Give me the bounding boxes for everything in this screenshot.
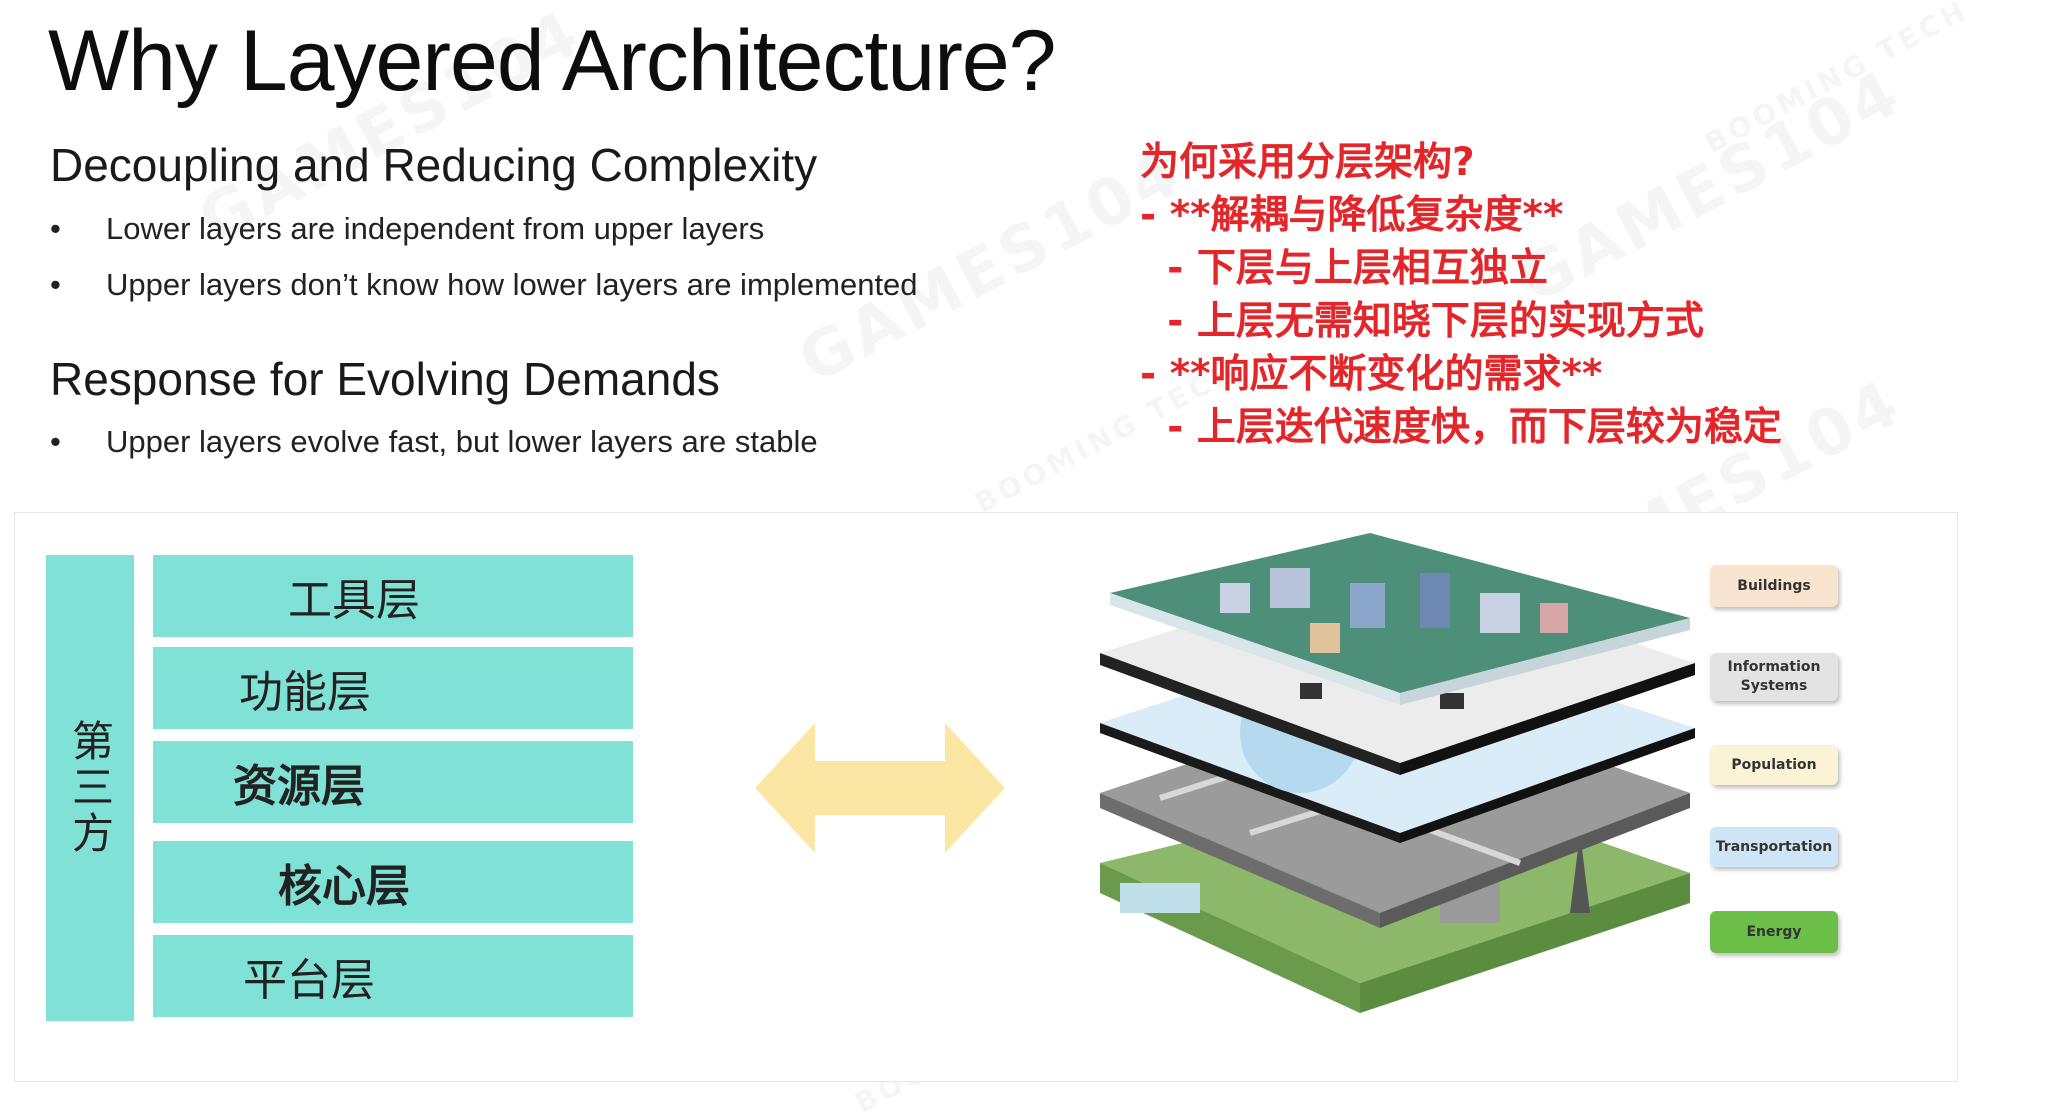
bullet-dot: • bbox=[50, 424, 61, 459]
bullet-dot: • bbox=[50, 211, 61, 246]
note-line: - 上层无需知晓下层的实现方式 bbox=[1140, 299, 1704, 344]
bullet-item: • Upper layers don’t know how lower layer… bbox=[50, 267, 918, 303]
chinese-notes: 为何采用分层架构? - **解耦与降低复杂度** - 下层与上层相互独立 - 上… bbox=[1140, 136, 1782, 454]
callout-energy: Energy bbox=[1710, 911, 1838, 953]
callout-transportation: Transportation bbox=[1710, 827, 1838, 867]
note-line: - **响应不断变化的需求** bbox=[1140, 352, 1603, 397]
layer-platform: 平台层 bbox=[153, 935, 633, 1017]
callout-label: Transportation bbox=[1715, 838, 1833, 855]
section-heading-evolving: Response for Evolving Demands bbox=[50, 353, 720, 405]
callout-buildings: Buildings bbox=[1710, 565, 1838, 607]
layer-label: 功能层 bbox=[239, 667, 371, 718]
bullet-text: Upper layers evolve fast, but lower laye… bbox=[106, 424, 818, 459]
layer-core: 核心层 bbox=[153, 841, 633, 923]
note-line: - 上层迭代速度快，而下层较为稳定 bbox=[1140, 405, 1782, 450]
callout-label: Population bbox=[1731, 756, 1817, 773]
note-line: 为何采用分层架构? bbox=[1140, 140, 1475, 185]
callout-information-systems: Information Systems bbox=[1710, 653, 1838, 701]
double-arrow-icon bbox=[755, 723, 1005, 853]
bullet-text: Lower layers are independent from upper … bbox=[106, 211, 765, 246]
callout-population: Population bbox=[1710, 745, 1838, 785]
bullet-dot: • bbox=[50, 267, 61, 302]
bullet-item: • Upper layers evolve fast, but lower lay… bbox=[50, 424, 818, 460]
layer-function: 功能层 bbox=[153, 647, 633, 729]
bullet-item: • Lower layers are independent from upper… bbox=[50, 211, 764, 247]
bullet-text: Upper layers don’t know how lower layers… bbox=[106, 267, 918, 302]
layer-label: 核心层 bbox=[278, 861, 410, 912]
section-heading-decoupling: Decoupling and Reducing Complexity bbox=[50, 139, 818, 191]
layer-label: 资源层 bbox=[233, 761, 365, 812]
layer-resource: 资源层 bbox=[153, 741, 633, 823]
layer-tools: 工具层 bbox=[153, 555, 633, 637]
note-line: - **解耦与降低复杂度** bbox=[1140, 193, 1564, 238]
callout-label: Energy bbox=[1746, 923, 1802, 940]
note-line: - 下层与上层相互独立 bbox=[1140, 246, 1548, 291]
third-party-column: 第三方 bbox=[46, 555, 134, 1021]
layer-label: 平台层 bbox=[243, 955, 375, 1006]
third-party-label: 第三方 bbox=[65, 719, 115, 857]
callout-label: Information Systems bbox=[1727, 659, 1821, 694]
slide-title: Why Layered Architecture? bbox=[48, 13, 1057, 109]
layered-city-illustration bbox=[1100, 533, 1695, 1013]
diagram-panel: 第三方 工具层 功能层 资源层 核心层 平台层 bbox=[14, 512, 1958, 1082]
layer-label: 工具层 bbox=[288, 575, 420, 626]
callout-label: Buildings bbox=[1737, 577, 1811, 594]
